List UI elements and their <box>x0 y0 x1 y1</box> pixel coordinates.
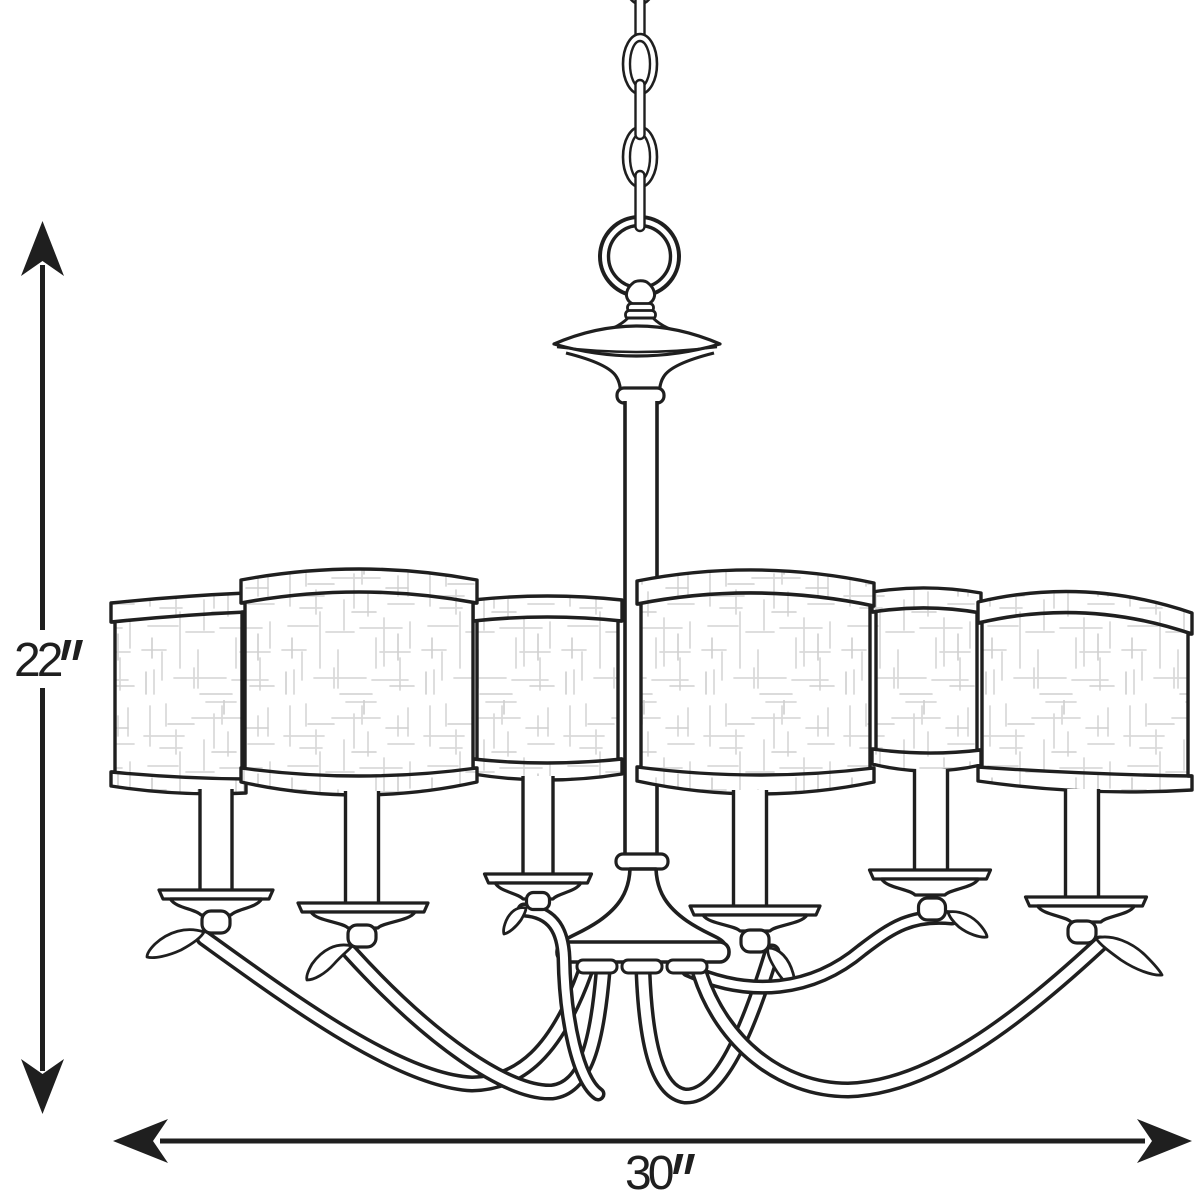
svg-text:22: 22 <box>14 634 62 687</box>
svg-text:30: 30 <box>625 1147 673 1200</box>
